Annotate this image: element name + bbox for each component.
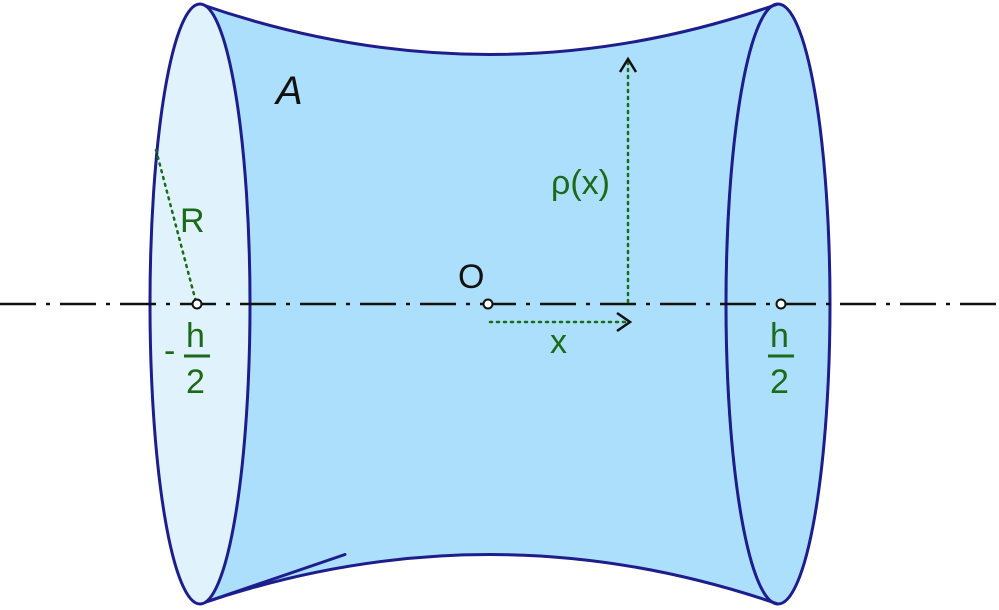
rho-label: ρ(x)	[551, 164, 610, 202]
x-label: x	[550, 323, 567, 361]
radius-label: R	[180, 202, 205, 240]
right-end-numerator: h	[770, 317, 789, 355]
right-end-denominator: 2	[770, 363, 789, 401]
rho-arrowhead	[618, 56, 638, 73]
top-profile-curve	[199, 2, 779, 56]
left-end-numerator: h	[186, 317, 205, 355]
left-end-sign: -	[164, 332, 175, 370]
radius-line	[154, 148, 198, 304]
left-end-point	[191, 298, 203, 310]
left-end-denominator: 2	[186, 363, 205, 401]
bottom-profile-curve	[199, 553, 347, 606]
x-arrowhead	[616, 311, 633, 333]
right-end-point	[775, 298, 787, 310]
origin-label: O	[458, 258, 484, 296]
origin-point	[482, 298, 494, 310]
surface-label: A	[274, 69, 303, 113]
bottom-profile-curve-2	[199, 553, 779, 606]
